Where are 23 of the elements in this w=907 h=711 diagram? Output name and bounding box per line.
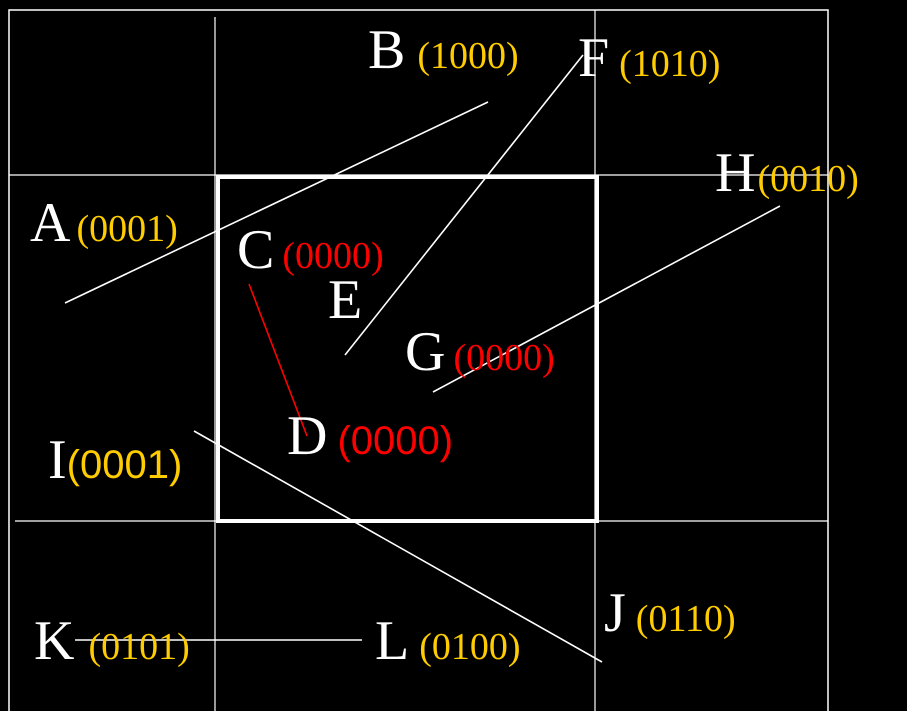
region-code: (1010) xyxy=(619,45,720,83)
line-segment xyxy=(344,54,584,356)
region-code: (0001) xyxy=(66,445,182,485)
endpoint-letter: I xyxy=(48,432,67,488)
endpoint-letter: A xyxy=(30,195,70,251)
region-code: (1000) xyxy=(417,37,519,75)
line-segment xyxy=(248,284,308,436)
region-code: (0001) xyxy=(76,210,178,248)
line-segment xyxy=(64,101,488,304)
endpoint-letter: E xyxy=(328,272,362,328)
endpoint-letter: C xyxy=(237,222,274,278)
endpoint-letter: G xyxy=(405,324,446,380)
endpoint-letter: K xyxy=(34,613,74,669)
region-code: (0000) xyxy=(282,237,384,275)
region-code: (0000) xyxy=(337,421,454,461)
region-code: (0110) xyxy=(636,600,736,638)
line-segment xyxy=(194,430,602,663)
endpoint-letter: L xyxy=(375,613,410,669)
endpoint-letter: J xyxy=(604,585,626,641)
region-code: (0100) xyxy=(419,628,521,666)
endpoint-letter: B xyxy=(368,22,406,78)
endpoint-letter: D xyxy=(287,408,328,464)
line-segment xyxy=(432,205,780,393)
